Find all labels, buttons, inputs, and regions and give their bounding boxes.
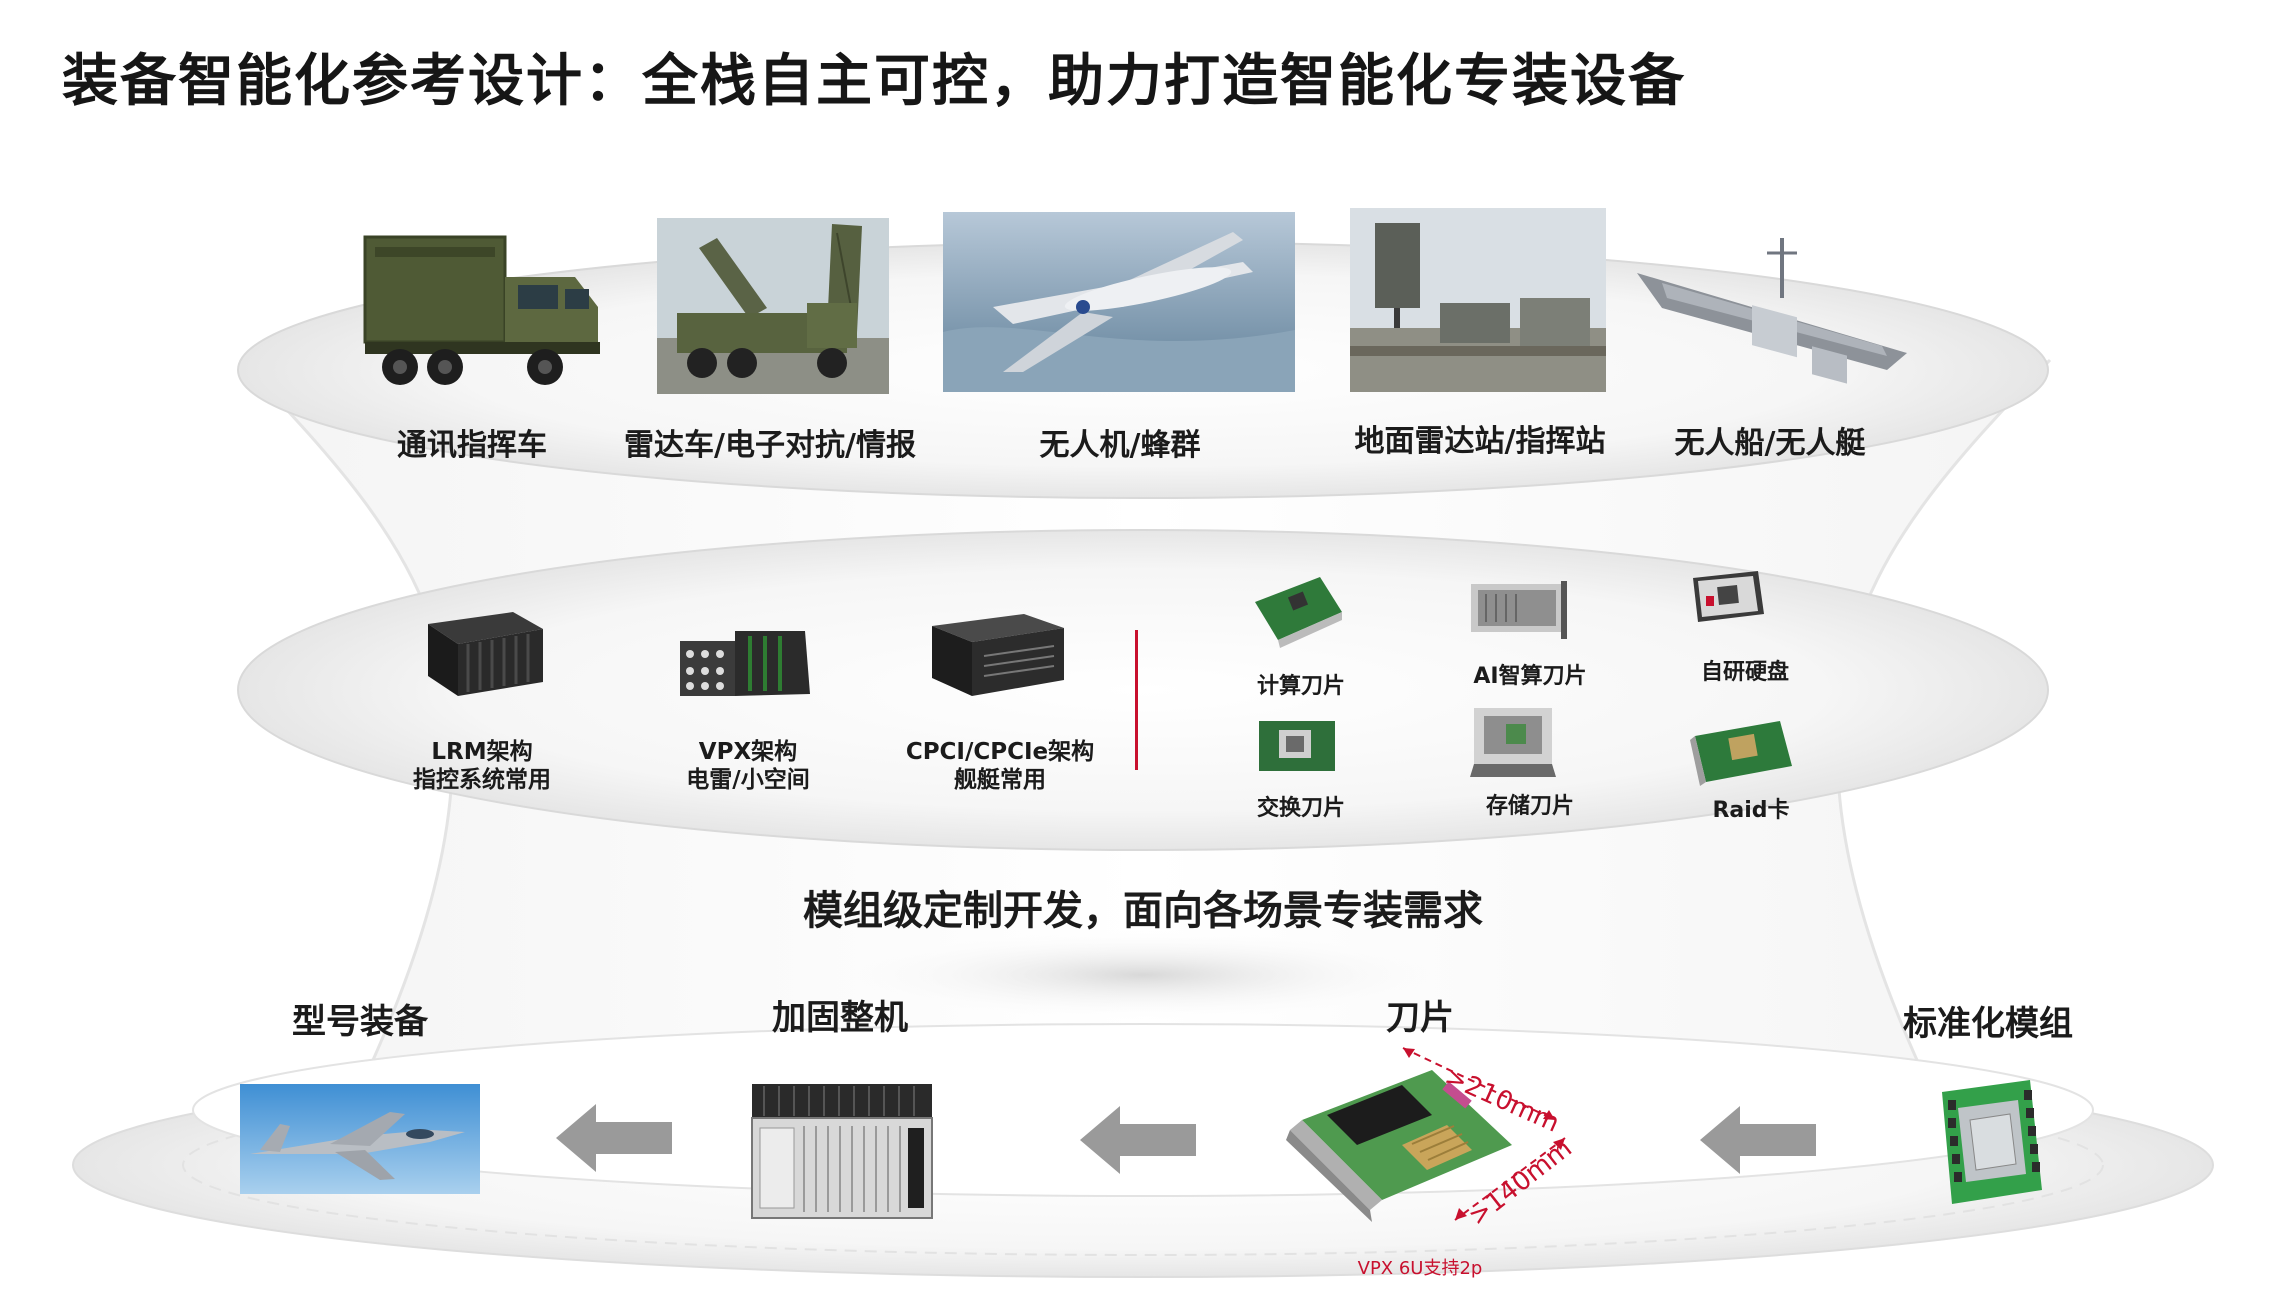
command-truck-image (363, 235, 600, 385)
vpx-blade-image (1286, 1070, 1512, 1222)
stage-label-rugged: 加固整机 (772, 998, 908, 1038)
dimension-markers (1402, 1047, 1566, 1221)
top-label-unmanned-ship: 无人船/无人艇 (1674, 426, 1866, 461)
storage-blade-image (1470, 708, 1556, 777)
module-label-raid: Raid卡 (1712, 798, 1790, 823)
arch-cpci-line2: 舰艇常用 (954, 767, 1046, 793)
soc-module-image (1942, 1080, 2042, 1204)
ai-blade-image (1471, 581, 1567, 639)
flow-arrow-left-2-icon (1080, 1106, 1196, 1174)
module-label-ssd: 自研硬盘 (1700, 660, 1789, 685)
arch-cpci-line1: CPCI/CPCIe架构 (905, 739, 1095, 765)
blade-caption: VPX 6U支持2p (1357, 1258, 1483, 1279)
module-label-storage: 存储刀片 (1485, 794, 1574, 819)
ground-radar-station-image (1350, 208, 1606, 392)
stage-label-blade: 刀片 (1386, 998, 1454, 1038)
radar-truck-image (657, 218, 889, 394)
stage-label-equipment: 型号装备 (292, 1002, 428, 1042)
flow-arrow-left-1-icon (556, 1104, 672, 1172)
arch-vpx-line2: 电雷/小空间 (686, 767, 810, 793)
arch-vpx-line1: VPX架构 (698, 739, 798, 765)
ssd-image (1693, 571, 1764, 622)
page-title: 装备智能化参考设计：全栈自主可控，助力打造智能化专装设备 (62, 49, 1686, 114)
subtitle: 模组级定制开发，面向各场景专装需求 (803, 888, 1483, 934)
lrm-chassis-image (428, 612, 543, 696)
rugged-chassis-image (751, 1084, 933, 1219)
compute-blade-image (1255, 577, 1342, 648)
drone-image (943, 212, 1295, 392)
flow-arrow-left-3-icon (1700, 1106, 1816, 1174)
top-label-radar-truck: 雷达车/电子对抗/情报 (624, 428, 916, 463)
raid-card-image (1690, 721, 1792, 786)
fighter-jet-image (240, 1084, 480, 1194)
vpx-chassis-image (680, 631, 810, 696)
module-label-switch: 交换刀片 (1256, 796, 1345, 821)
switch-blade-image (1259, 721, 1335, 771)
module-label-ai: AI智算刀片 (1473, 664, 1587, 689)
arch-lrm-line2: 指控系统常用 (413, 767, 551, 793)
cpci-chassis-image (932, 614, 1064, 696)
tier-divider (1135, 630, 1138, 770)
top-label-drone: 无人机/蜂群 (1039, 428, 1201, 463)
module-label-compute: 计算刀片 (1256, 674, 1345, 699)
unmanned-ship-image (1637, 238, 1907, 384)
top-label-command-truck: 通讯指挥车 (397, 428, 547, 463)
top-label-ground-radar: 地面雷达站/指挥站 (1354, 424, 1606, 459)
stage-label-module: 标准化模组 (1903, 1004, 2073, 1044)
arch-lrm-line1: LRM架构 (431, 739, 533, 765)
